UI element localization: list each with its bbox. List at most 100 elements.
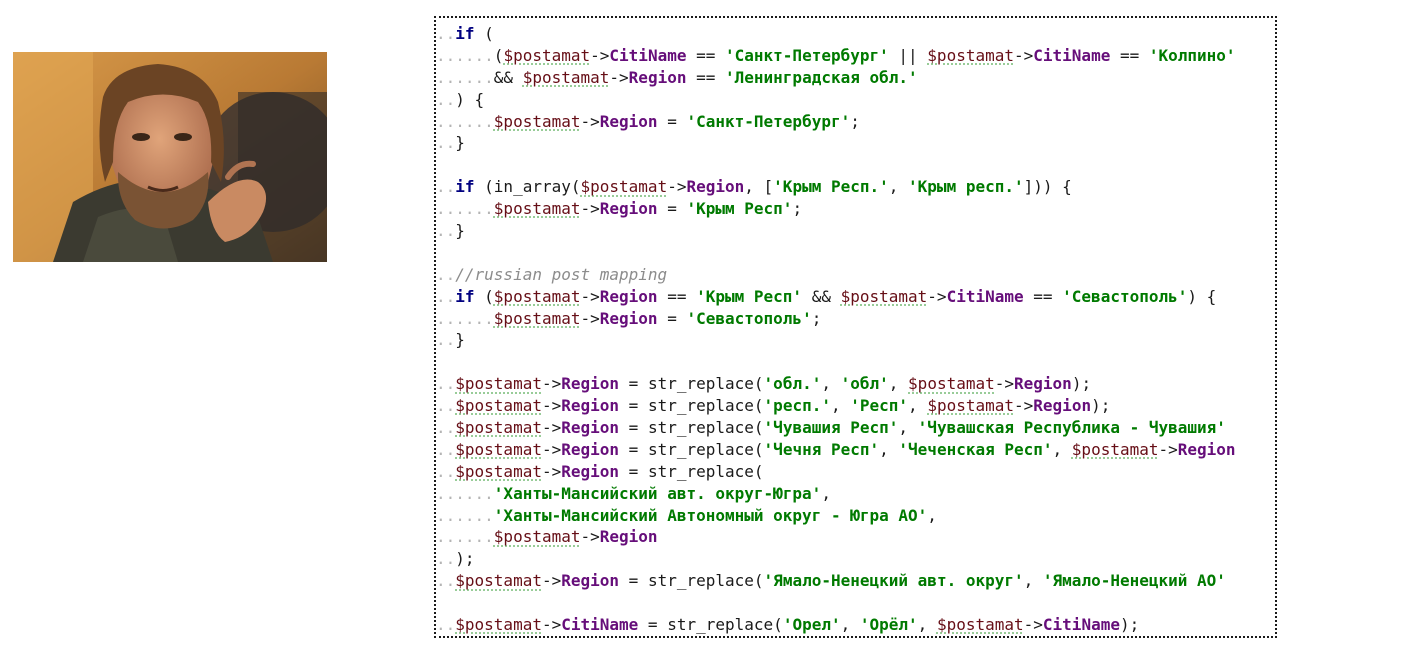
whitespace-marker: ...... [436,67,494,87]
whitespace-marker: .. [436,286,456,306]
punctuation-token: = [657,111,687,131]
string-token: 'Крым Респ' [696,286,803,306]
punctuation-token: ( [753,418,764,438]
string-token: 'Колпино' [1148,45,1236,65]
variable-token: $postamat [455,396,542,416]
punctuation-token: -> [927,286,947,306]
function-token: str_replace [647,571,754,591]
punctuation-token: -> [667,177,687,197]
punctuation-token: -> [541,571,562,591]
punctuation-token: ; [792,199,803,219]
variable-token: $postamat [493,111,581,131]
code-line [436,592,1275,614]
variable-token: $postamat [493,527,581,547]
punctuation-token: -> [590,45,610,65]
punctuation-token: } [455,133,465,153]
variable-token: $postamat [908,374,995,394]
whitespace-marker: ...... [436,505,494,525]
punctuation-token: -> [994,374,1015,394]
property-token: Region [561,439,620,459]
code-line [436,154,1275,176]
property-token: CitiName [1033,45,1111,65]
function-token: in_array [493,177,571,197]
property-token: Region [686,177,745,197]
code-line: ......$postamat->Region = 'Санкт-Петербу… [436,111,1275,133]
code-line: ..$postamat->Region = str_replace('Чуваш… [436,417,1275,439]
string-token: 'Орёл' [859,615,918,635]
function-token: str_replace [647,461,754,481]
variable-token: $postamat [455,615,542,635]
comment-token: //russian post mapping [455,264,668,284]
string-token: 'Чечня Респ' [763,439,880,459]
code-line: ..} [436,132,1275,154]
variable-token: $postamat [455,439,542,459]
string-token: 'Севастополь' [686,308,812,328]
punctuation-token: ); [1091,396,1111,416]
punctuation-token: || [888,45,928,65]
variable-token: $postamat [493,308,581,328]
punctuation-token: -> [541,615,562,635]
punctuation-token: ); [455,549,475,569]
punctuation-token: -> [1023,615,1043,635]
punctuation-token: -> [541,396,562,416]
punctuation-token: ) { [1187,286,1217,306]
punctuation-token: = [619,374,648,394]
whitespace-marker: ...... [436,308,494,328]
punctuation-token: ) { [455,89,485,109]
punctuation-token: = [657,199,687,219]
punctuation-token: ( [474,286,494,306]
whitespace-marker: ...... [436,483,494,503]
punctuation-token: , [917,615,937,635]
variable-token: $postamat [522,67,610,87]
code-line: ..} [436,329,1275,351]
punctuation-token: , [879,439,899,459]
code-line: ......$postamat->Region [436,526,1275,548]
code-line: ..$postamat->Region = str_replace( [436,461,1275,483]
whitespace-marker: .. [436,177,456,197]
variable-token: $postamat [840,286,928,306]
punctuation-token: , [ [744,177,774,197]
punctuation-token: } [455,330,465,350]
code-lines: ..if (......($postamat->CitiName == 'Сан… [436,23,1275,636]
property-token: CitiName [561,615,639,635]
property-token: Region [561,374,620,394]
code-line: ..if (in_array($postamat->Region, ['Крым… [436,176,1275,198]
punctuation-token: , [908,396,928,416]
property-token: Region [1014,374,1072,394]
punctuation-token: ( [753,374,764,394]
bearded-man-portrait-icon [13,52,327,262]
punctuation-token: ); [1071,374,1092,394]
string-token: 'Ханты-Мансийский Автономный округ - Югр… [493,505,928,525]
punctuation-token: == [657,286,697,306]
punctuation-token: ( [753,396,764,416]
whitespace-marker: .. [436,571,456,591]
code-line: ..//russian post mapping [436,264,1275,286]
punctuation-token: , [821,374,841,394]
punctuation-token: , [821,483,831,503]
whitespace-marker: .. [436,24,456,43]
punctuation-token: = [657,308,687,328]
function-token: str_replace [647,439,754,459]
whitespace-marker: .. [436,461,456,481]
punctuation-token: -> [1014,396,1034,416]
punctuation-token: -> [580,308,600,328]
property-token: Region [599,286,658,306]
property-token: Region [561,396,620,416]
variable-token: $postamat [455,571,542,591]
punctuation-token: == [686,45,725,65]
punctuation-token: ( [753,571,764,591]
punctuation-token: -> [1014,45,1034,65]
code-line: ..$postamat->Region = str_replace('обл.'… [436,373,1275,395]
punctuation-token: ])) { [1023,177,1072,197]
property-token: CitiName [609,45,687,65]
variable-token: $postamat [580,177,668,197]
punctuation-token: -> [580,111,600,131]
whitespace-marker: .. [436,374,456,394]
punctuation-token: -> [541,418,562,438]
punctuation-token: -> [541,439,562,459]
property-token: Region [1177,439,1236,459]
punctuation-token: ( [753,439,764,459]
whitespace-marker: ...... [436,527,494,547]
code-line: ..$postamat->Region = str_replace('Ямало… [436,570,1275,592]
code-line [436,351,1275,373]
